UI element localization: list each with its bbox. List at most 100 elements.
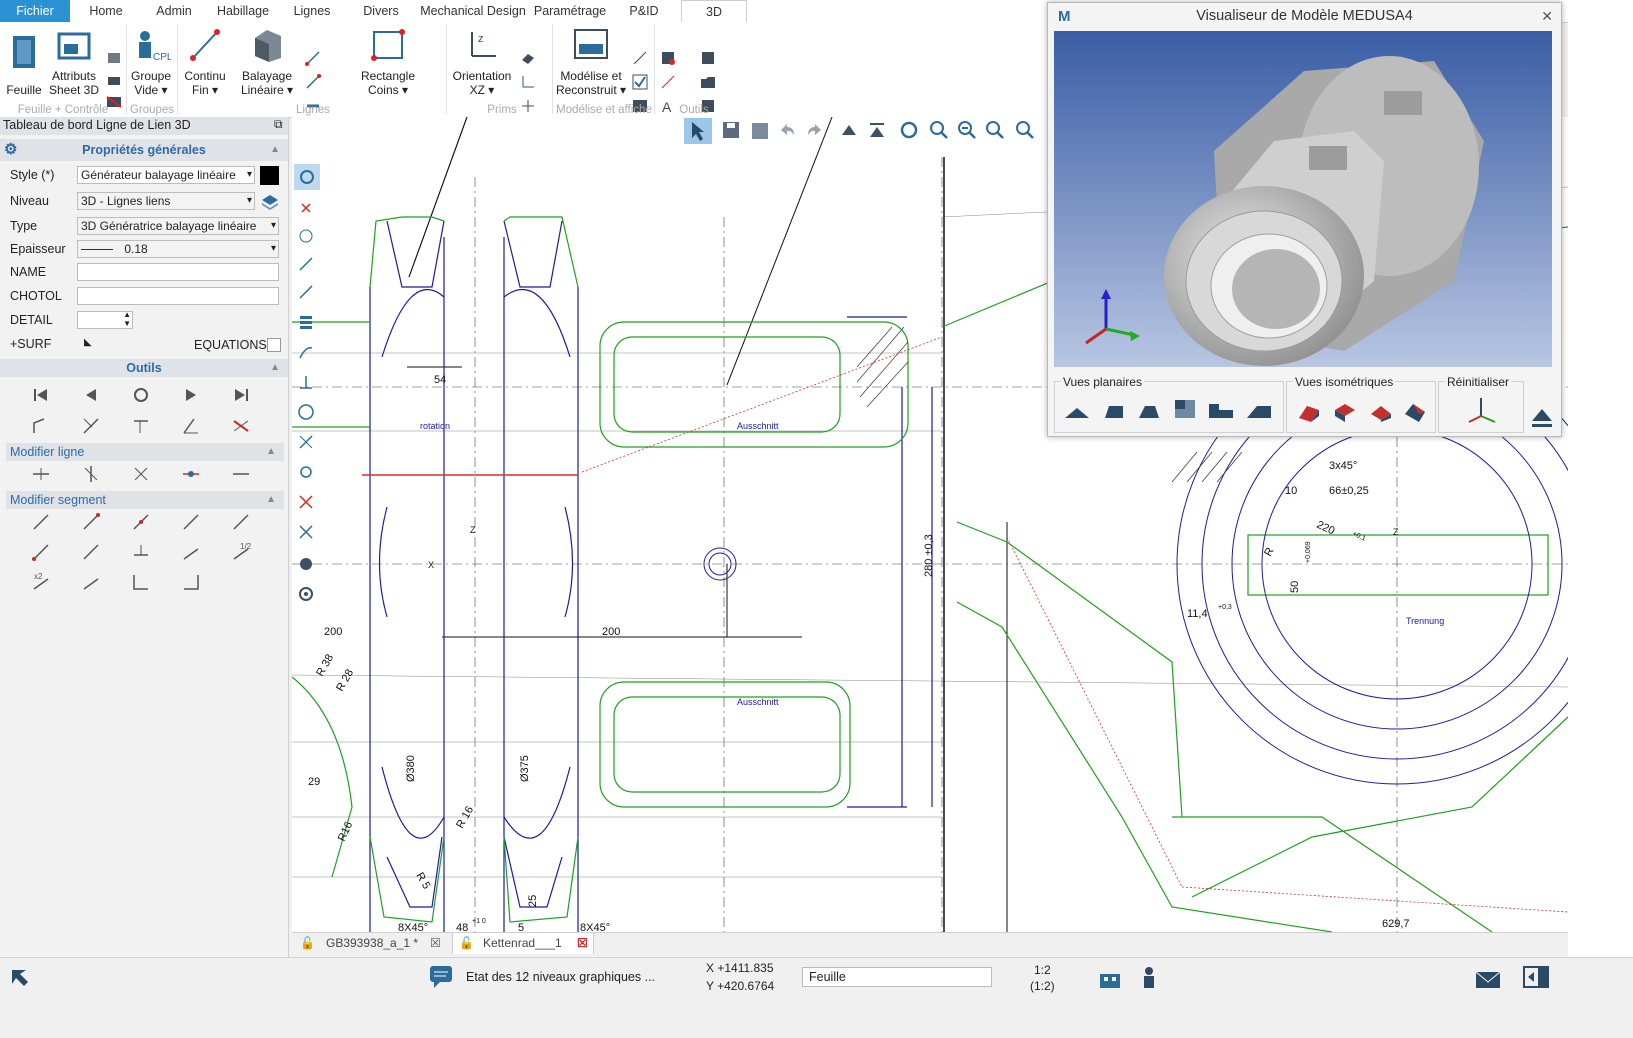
- redo-icon[interactable]: [804, 119, 826, 141]
- segment-tool-6-icon[interactable]: [30, 541, 52, 563]
- style-select[interactable]: Générateur balayage linéaire ▾: [77, 166, 255, 184]
- equations-checkbox[interactable]: [267, 338, 281, 352]
- iso-view-3-icon[interactable]: [1367, 400, 1395, 424]
- segment-tool-3-icon[interactable]: [130, 511, 152, 533]
- tab-mechanical-design[interactable]: Mechanical Design: [420, 4, 526, 18]
- screen-small-icon[interactable]: [632, 98, 648, 114]
- collapse-icon[interactable]: ▲: [266, 494, 276, 505]
- tab-fichier[interactable]: Fichier: [0, 0, 70, 22]
- iso-view-2-icon[interactable]: [1331, 400, 1359, 424]
- line-small-icon-1[interactable]: [305, 50, 321, 66]
- orientation-xz-button[interactable]: z Orientation XZ ▾: [450, 26, 514, 97]
- sheet-name-field[interactable]: Feuille: [802, 967, 992, 987]
- zoom-window-icon[interactable]: [984, 119, 1006, 141]
- general-properties-header[interactable]: ⚙ Propriétés générales ▲: [0, 139, 288, 161]
- tab-home[interactable]: Home: [89, 4, 123, 18]
- segment-double-icon[interactable]: x2: [30, 571, 52, 593]
- collapse-icon[interactable]: ▲: [270, 362, 280, 373]
- grid-building-icon[interactable]: [1096, 964, 1124, 990]
- view-bottom-icon[interactable]: [1207, 400, 1235, 422]
- view-top-icon[interactable]: [1171, 396, 1199, 422]
- color-swatch[interactable]: [260, 166, 279, 185]
- spinner-arrows-icon[interactable]: ▲▼: [123, 310, 131, 328]
- stack-small-icon[interactable]: [106, 72, 122, 88]
- pivot-small-icon[interactable]: [520, 98, 536, 114]
- undo-icon[interactable]: [776, 119, 798, 141]
- snap-intersection-icon[interactable]: [296, 432, 316, 452]
- segment-angle-icon[interactable]: [130, 571, 152, 593]
- chat-icon[interactable]: [428, 964, 456, 990]
- eject-icon[interactable]: [1530, 405, 1554, 429]
- snap-globe-icon[interactable]: [296, 554, 316, 574]
- undock-icon[interactable]: ⧉: [274, 117, 283, 131]
- tab-pid[interactable]: P&ID: [629, 4, 659, 18]
- outils-header[interactable]: Outils ▲: [0, 359, 288, 377]
- view-right-icon[interactable]: [1245, 400, 1273, 422]
- layers-icon[interactable]: [260, 192, 280, 212]
- rectangle-coins-button[interactable]: Rectangle Coins ▾: [354, 26, 422, 97]
- line-horizontal-icon[interactable]: [30, 463, 52, 485]
- iso-view-4-icon[interactable]: [1401, 400, 1429, 424]
- tab-lignes[interactable]: Lignes: [293, 4, 331, 18]
- segment-half-icon[interactable]: 1/2: [230, 541, 252, 563]
- snap-grid-icon[interactable]: [296, 522, 316, 542]
- segment-tool-8-icon[interactable]: [130, 541, 152, 563]
- segment-tool-2-icon[interactable]: [80, 511, 102, 533]
- collapse-icon[interactable]: ▲: [270, 144, 280, 155]
- modifier-ligne-header[interactable]: Modifier ligne ▲: [6, 443, 284, 461]
- segment-tool-5-icon[interactable]: [230, 511, 252, 533]
- move-top-icon[interactable]: [866, 119, 888, 141]
- line-vertical-icon[interactable]: [80, 463, 102, 485]
- user-icon[interactable]: [1136, 964, 1162, 990]
- segment-corner-icon[interactable]: [180, 571, 202, 593]
- zoom-fit-icon[interactable]: [1014, 119, 1036, 141]
- tool-offset-icon[interactable]: [180, 415, 202, 437]
- refresh-view-icon[interactable]: [898, 119, 920, 141]
- snap-cross-icon[interactable]: [296, 492, 316, 512]
- first-icon[interactable]: [30, 384, 52, 406]
- save-all-icon[interactable]: [748, 119, 770, 141]
- snap-node-icon[interactable]: [296, 462, 316, 482]
- attributs-sheet-3d-button[interactable]: Attributs Sheet 3D: [46, 26, 102, 97]
- open-folder-icon[interactable]: [700, 74, 716, 90]
- scale-small-icon[interactable]: [660, 74, 676, 90]
- line-small-icon-3[interactable]: [305, 98, 321, 114]
- snap-point-icon[interactable]: [296, 198, 316, 218]
- epaisseur-select[interactable]: 0.18 ▾: [77, 240, 279, 258]
- snap-target-icon[interactable]: [296, 584, 316, 604]
- snap-list-icon[interactable]: [296, 312, 316, 332]
- tab-3d[interactable]: 3D: [681, 0, 747, 24]
- snap-tangent-icon[interactable]: [296, 342, 316, 362]
- export-dxf-icon[interactable]: [700, 50, 716, 66]
- last-icon[interactable]: [230, 384, 252, 406]
- iso-view-1-icon[interactable]: [1295, 400, 1323, 424]
- doc-tab-kettenrad[interactable]: 🔓 Kettenrad___1 ☒: [452, 933, 594, 954]
- snap-perpendicular-icon[interactable]: [296, 372, 316, 392]
- tool-delete-point-icon[interactable]: [230, 415, 252, 437]
- modifier-segment-header[interactable]: Modifier segment ▲: [6, 491, 284, 509]
- view-back-icon[interactable]: [1099, 400, 1127, 422]
- segment-tool-7-icon[interactable]: [80, 541, 102, 563]
- close-icon[interactable]: ✕: [1541, 8, 1553, 24]
- segment-query-icon[interactable]: [80, 571, 102, 593]
- modelise-reconstruit-button[interactable]: Modélise et Reconstruit ▾: [554, 26, 628, 97]
- refresh-icon[interactable]: [130, 384, 152, 406]
- tool-extend-icon[interactable]: [130, 415, 152, 437]
- close-icon[interactable]: ☒: [577, 936, 588, 950]
- snap-active-icon[interactable]: [294, 164, 320, 190]
- feuille-button[interactable]: Feuille: [2, 26, 46, 97]
- tab-parametrage[interactable]: Paramétrage: [533, 4, 607, 18]
- zoom-in-icon[interactable]: [928, 119, 950, 141]
- delete-small-icon[interactable]: [106, 94, 122, 110]
- tab-admin[interactable]: Admin: [156, 4, 192, 18]
- line-join-icon[interactable]: [180, 463, 202, 485]
- previous-icon[interactable]: [80, 384, 102, 406]
- mail-icon[interactable]: [1474, 964, 1502, 990]
- export-ascii-icon[interactable]: [700, 98, 716, 114]
- continu-fin-button[interactable]: Continu Fin ▾: [180, 26, 230, 97]
- detail-spinner[interactable]: ▲▼: [77, 310, 133, 329]
- arrow-select-icon[interactable]: [684, 118, 712, 144]
- tab-habillage[interactable]: Habillage: [216, 4, 270, 18]
- viewer-small-icon[interactable]: [632, 50, 648, 66]
- model-viewer-window[interactable]: M Visualiseur de Modèle MEDUSA4 ✕ Vues p…: [1047, 2, 1562, 437]
